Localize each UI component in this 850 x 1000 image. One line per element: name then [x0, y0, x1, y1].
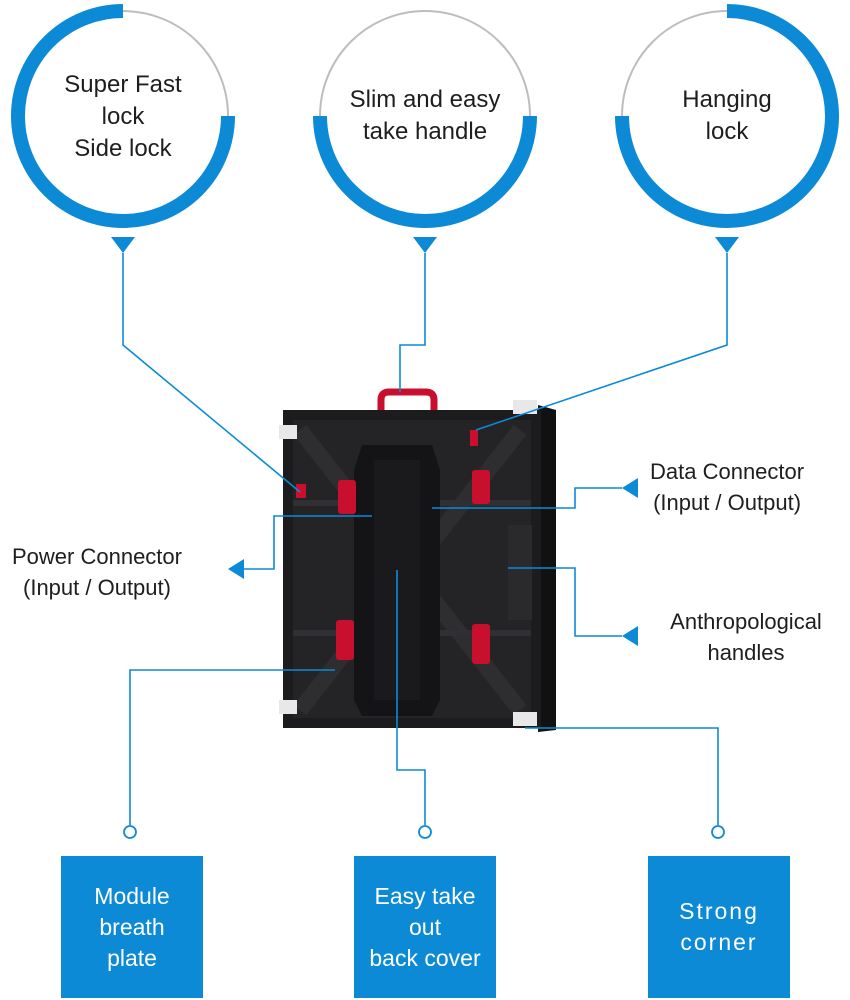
module-breath-plate-box: Module breath plate	[61, 856, 203, 998]
module-breath-plate-label: Module breath plate	[94, 882, 170, 971]
connector-lines	[122, 253, 728, 825]
pointer-triangle-1	[111, 237, 135, 253]
pointer-triangle-2	[413, 237, 437, 253]
feature-label-hanging-lock: Hanging lock	[682, 86, 772, 145]
back-cover-box: Easy take out back cover	[354, 856, 496, 998]
feature-label-slim-handle: Slim and easy take handle	[349, 86, 501, 145]
led-cabinet	[279, 388, 556, 732]
strong-corner-label: Strong corner	[679, 898, 759, 955]
end-dot-1	[123, 825, 137, 839]
pointer-triangle-data	[622, 478, 638, 498]
feature-circle-3	[615, 4, 839, 228]
feature-label-super-fast-lock: Super Fast lock Side lock	[64, 71, 182, 162]
pointer-triangle-3	[715, 237, 739, 253]
end-dot-2	[418, 825, 432, 839]
pointer-triangle-handles	[622, 626, 638, 646]
data-connector-label: Data Connector (Input / Output)	[650, 459, 805, 515]
feature-circle-2	[313, 10, 537, 228]
strong-corner-box: Strong corner	[648, 856, 790, 998]
feature-circle-1	[11, 4, 235, 228]
back-cover-label: Easy take out back cover	[369, 882, 481, 971]
anthropological-handles-label: Anthropological handles	[670, 609, 822, 665]
power-connector-label: Power Connector (Input / Output)	[12, 544, 182, 600]
pointer-triangle-power	[228, 559, 244, 579]
end-dot-3	[711, 825, 725, 839]
